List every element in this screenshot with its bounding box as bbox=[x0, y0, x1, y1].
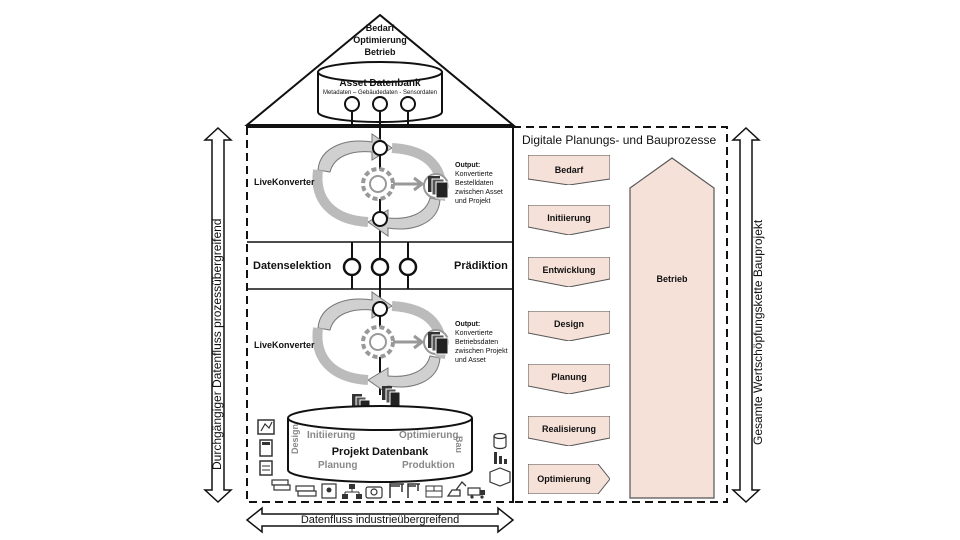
asset-db-title: Asset Datenbank bbox=[339, 78, 421, 89]
upper-converter-label: LiveKonverter bbox=[254, 177, 315, 187]
lower-output-line: und Asset bbox=[455, 357, 486, 364]
crane-icon bbox=[389, 483, 404, 498]
book-stack-icon bbox=[295, 485, 317, 497]
process-step-realisierung: Realisierung bbox=[528, 416, 610, 446]
book-stack-icon bbox=[271, 479, 291, 491]
process-step-label: Entwicklung bbox=[542, 265, 596, 275]
project-database bbox=[287, 405, 473, 483]
process-step-label: Bedarf bbox=[554, 165, 584, 175]
upper-output-text: Output: Konvertierte Bestelldaten zwisch… bbox=[455, 161, 503, 206]
truck-icon bbox=[467, 487, 485, 499]
process-step-planung: Planung bbox=[528, 364, 610, 394]
chart-icon bbox=[494, 452, 507, 464]
upper-output-line: und Projekt bbox=[455, 198, 491, 205]
phase-optimierung: Optimierung bbox=[399, 430, 459, 441]
process-step-label: Planung bbox=[551, 372, 587, 382]
upper-output-line: Konvertierte bbox=[455, 171, 493, 178]
praediktion-label: Prädiktion bbox=[454, 260, 508, 272]
bottom-horizontal-arrow bbox=[245, 506, 515, 534]
process-step-bedarf: Bedarf bbox=[528, 155, 610, 185]
roof-label-betrieb: Betrieb bbox=[364, 47, 396, 57]
right-axis-label: Gesamte Wertschöpfungskette Bauprojekt bbox=[751, 219, 765, 445]
upper-output-line: Bestelldaten bbox=[455, 180, 494, 187]
lower-output-text: Output: Konvertierte Betriebsdaten zwisc… bbox=[455, 320, 508, 365]
big-betrieb-arrow bbox=[629, 157, 715, 499]
process-step-label: Realisierung bbox=[541, 424, 597, 434]
asset-db-subtitle: Metadaten – Gebäudedaten - Sensordaten bbox=[322, 90, 438, 96]
phase-planung: Planung bbox=[318, 460, 358, 471]
left-vertical-arrow bbox=[203, 126, 233, 504]
lower-converter-graphic bbox=[312, 289, 449, 415]
box-icon bbox=[489, 467, 511, 487]
lower-output-title: Output: bbox=[455, 321, 481, 328]
bottom-icon-row bbox=[295, 481, 485, 499]
network-icon bbox=[342, 484, 362, 499]
middle-band-connectors bbox=[342, 242, 418, 289]
process-step-optimierung: Optimierung bbox=[528, 464, 610, 494]
upper-converter-graphic bbox=[312, 127, 449, 242]
lower-converter-label: LiveKonverter bbox=[254, 340, 315, 350]
phase-bau: Bau bbox=[454, 436, 464, 454]
process-panel-title: Digitale Planungs- und Bauprozesse bbox=[522, 133, 717, 147]
camera-icon bbox=[365, 486, 383, 499]
document-icon bbox=[321, 483, 337, 499]
upper-output-title: Output: bbox=[455, 162, 481, 169]
asset-database bbox=[317, 61, 443, 127]
process-panel-frame bbox=[512, 126, 728, 503]
brick-wall-icon bbox=[425, 485, 443, 498]
process-step-initiierung: Initiierung bbox=[528, 205, 610, 235]
gear-icon bbox=[361, 325, 425, 359]
gear-icon bbox=[361, 167, 425, 201]
bottom-axis-label: Datenfluss industrieübergreifend bbox=[300, 514, 460, 526]
upper-output-line: zwischen Asset bbox=[455, 189, 503, 196]
roof-labels: Bedarf Optimierung Betrieb bbox=[330, 22, 430, 58]
big-arrow-label: Betrieb bbox=[656, 274, 688, 284]
document-stack-icon bbox=[423, 329, 449, 355]
phase-initiierung: Initiierung bbox=[307, 430, 356, 441]
project-db-title: Projekt Datenbank bbox=[331, 446, 429, 458]
building-icon bbox=[257, 419, 275, 435]
datenselektion-label: Datenselektion bbox=[253, 260, 332, 272]
phase-produktion: Produktion bbox=[402, 460, 455, 471]
database-icon bbox=[493, 432, 507, 450]
left-axis-label: Durchgängiger Datenfluss prozessübergrei… bbox=[210, 218, 224, 470]
lower-output-line: Betriebsdaten bbox=[455, 339, 499, 346]
lower-output-line: zwischen Projekt bbox=[455, 348, 508, 355]
process-step-label: Initiierung bbox=[547, 213, 591, 223]
calculator-icon bbox=[259, 460, 273, 476]
excavator-icon bbox=[446, 481, 467, 497]
crane-icon bbox=[407, 483, 420, 498]
process-step-entwicklung: Entwicklung bbox=[528, 257, 610, 287]
phase-design: Design bbox=[290, 423, 300, 454]
process-step-label: Optimierung bbox=[537, 474, 591, 484]
process-step-label: Design bbox=[553, 319, 584, 329]
document-stack-icon bbox=[423, 173, 449, 199]
roof-label-optimierung: Optimierung bbox=[353, 35, 407, 45]
calculator-icon bbox=[259, 439, 273, 457]
right-vertical-arrow bbox=[731, 126, 761, 504]
process-step-design: Design bbox=[528, 311, 610, 341]
lower-output-line: Konvertierte bbox=[455, 330, 493, 337]
roof-label-bedarf: Bedarf bbox=[365, 23, 395, 33]
